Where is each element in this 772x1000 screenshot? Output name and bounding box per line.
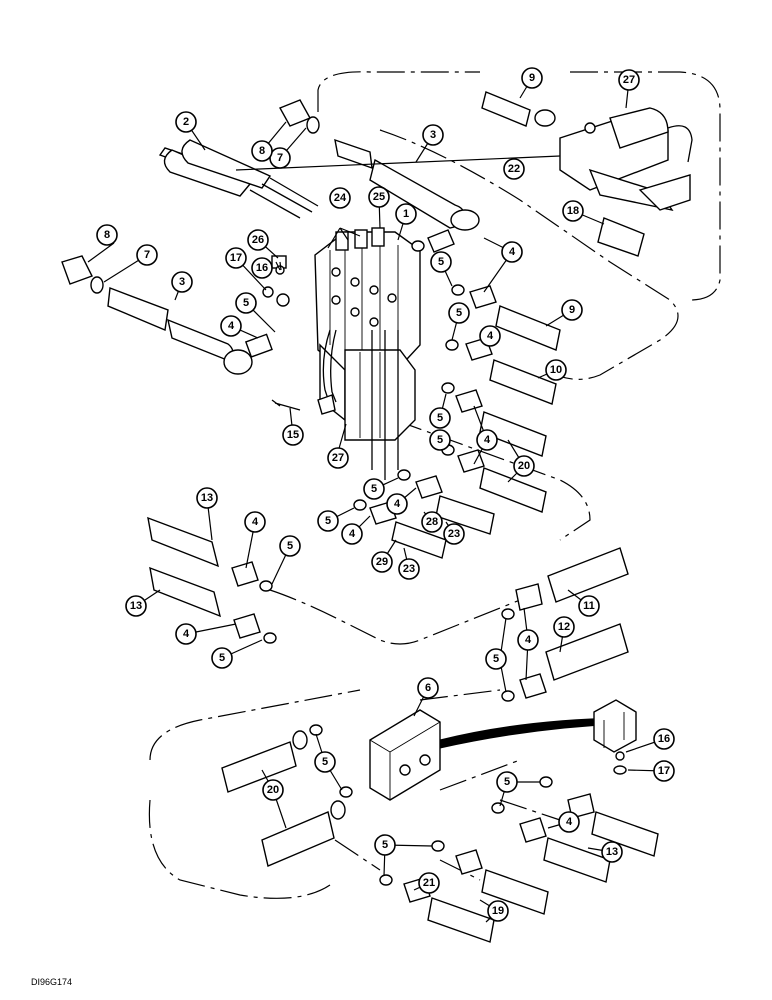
callout-label: 5 — [504, 776, 510, 788]
callout-label: 17 — [230, 252, 242, 264]
callout-label: 19 — [492, 905, 504, 917]
callout-label: 4 — [183, 628, 190, 640]
callout-label: 29 — [376, 556, 388, 568]
callout-label: 5 — [219, 652, 225, 664]
drawing-id: DI96G174 — [31, 977, 73, 987]
callout-label: 3 — [179, 276, 185, 288]
callout-label: 15 — [287, 429, 299, 441]
callout-label: 4 — [252, 516, 259, 528]
callout-label: 6 — [425, 682, 431, 694]
callout-label: 23 — [403, 563, 415, 575]
fittings-right-middle — [353, 229, 561, 559]
callout-label: 13 — [130, 600, 142, 612]
hoses-middle-right — [501, 547, 629, 702]
control-valve-upper — [314, 227, 421, 480]
callout-label: 7 — [144, 249, 150, 261]
callout-label: 1 — [403, 208, 409, 220]
callout-label: 4 — [566, 816, 573, 828]
callout-label: 9 — [569, 304, 575, 316]
callout-label: 5 — [456, 307, 462, 319]
callout-label: 20 — [518, 460, 530, 472]
callout-label: 3 — [430, 129, 436, 141]
mounting-bracket-lower-right — [593, 699, 637, 775]
callout-label: 4 — [484, 434, 491, 446]
tee-block-lower — [369, 709, 621, 801]
callout-label: 26 — [252, 234, 264, 246]
callout-label: 9 — [529, 72, 535, 84]
callout-label: 8 — [104, 229, 110, 241]
callout-label: 20 — [267, 784, 279, 796]
callout-label: 4 — [349, 528, 356, 540]
callout-label: 5 — [325, 515, 331, 527]
fittings-upper-left — [61, 99, 336, 415]
callout-label: 7 — [277, 152, 283, 164]
callouts: 1 2 3 3 4 4 4 4 4 4 4 4 4 4 5 5 5 5 5 5 … — [96, 67, 675, 922]
callout-label: 16 — [658, 733, 670, 745]
callout-label: 4 — [525, 634, 532, 646]
callout-label: 17 — [658, 765, 670, 777]
hoses-lower — [221, 724, 659, 943]
callout-label: 12 — [558, 621, 570, 633]
callout-label: 8 — [259, 145, 265, 157]
callout-label: 5 — [493, 653, 499, 665]
callout-label: 22 — [508, 163, 520, 175]
callout-label: 5 — [382, 839, 388, 851]
callout-label: 4 — [228, 320, 235, 332]
hose-routing-outlines — [148, 71, 721, 899]
callout-label: 5 — [287, 540, 293, 552]
callout-label: 5 — [243, 297, 249, 309]
callout-label: 5 — [371, 483, 377, 495]
callout-label: 16 — [256, 262, 268, 274]
callout-label: 21 — [423, 877, 435, 889]
auxiliary-valve-upper-right — [481, 91, 693, 257]
callout-label: 18 — [567, 205, 579, 217]
callout-label: 2 — [183, 116, 189, 128]
callout-label: 4 — [509, 246, 516, 258]
callout-label: 11 — [583, 600, 595, 612]
callout-label: 27 — [623, 74, 635, 86]
callout-label: 5 — [322, 756, 328, 768]
hose-assemblies-upper — [107, 138, 480, 375]
callout-label: 5 — [438, 256, 444, 268]
callout-label: 25 — [373, 191, 385, 203]
callout-label: 24 — [334, 192, 347, 204]
callout-label: 5 — [437, 412, 443, 424]
callout-label: 27 — [332, 452, 344, 464]
callout-label: 4 — [487, 330, 494, 342]
callout-label: 4 — [394, 498, 401, 510]
callout-label: 23 — [448, 528, 460, 540]
hoses-middle-left — [147, 516, 277, 644]
callout-label: 5 — [437, 434, 443, 446]
callout-label: 13 — [606, 846, 618, 858]
callout-label: 28 — [426, 516, 438, 528]
callout-label: 13 — [201, 492, 213, 504]
callout-label: 10 — [550, 364, 562, 376]
